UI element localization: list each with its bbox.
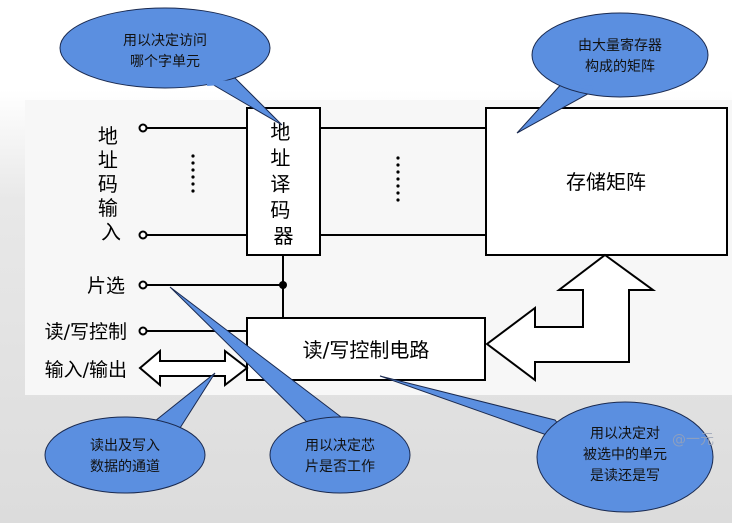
matrix-callout: 由大量寄存器构成的矩阵 bbox=[516, 12, 709, 134]
address-input-top-terminal bbox=[138, 123, 148, 133]
rw-control-circuit-block bbox=[246, 317, 486, 381]
chip-select-callout: 用以决定芯片是否工作 bbox=[169, 286, 411, 494]
storage-matrix-block bbox=[485, 107, 728, 256]
io-callout: 读出及写入数据的通道 bbox=[44, 372, 216, 494]
svg-text:由大量寄存器构成的矩阵: 由大量寄存器构成的矩阵 bbox=[578, 37, 662, 75]
data-bus-arrow bbox=[485, 253, 657, 382]
chip-select-terminal bbox=[138, 280, 148, 290]
address-input-bottom-terminal bbox=[138, 230, 148, 240]
address-decoder-block bbox=[246, 107, 321, 256]
storage-matrix-label: 存储矩阵 bbox=[566, 170, 646, 194]
rw-callout: 用以决定对被选中的单元是读还是写 bbox=[379, 375, 714, 513]
junction-dot bbox=[279, 281, 287, 289]
svg-text:读出及写入数据的通道: 读出及写入数据的通道 bbox=[90, 437, 160, 475]
svg-text:用以决定访问哪个字单元: 用以决定访问哪个字单元 bbox=[123, 33, 207, 70]
rw-control-label: 读/写控制 bbox=[45, 321, 127, 343]
chip-select-label: 片选 bbox=[87, 275, 125, 297]
svg-text:用以决定芯片是否工作: 用以决定芯片是否工作 bbox=[305, 438, 375, 475]
ellipsis-dots bbox=[191, 154, 400, 202]
address-decoder-label: 地 址 译 码 器 bbox=[270, 120, 296, 248]
svg-text:用以决定对被选中的单元是读还是写: 用以决定对被选中的单元是读还是写 bbox=[583, 426, 667, 484]
rw-control-circuit-label: 读/写控制电路 bbox=[303, 338, 430, 362]
address-input-label: 地 址 码 输 入 bbox=[98, 124, 124, 244]
decoder-callout: 用以决定访问哪个字单元 bbox=[59, 7, 283, 126]
watermark: @一元 bbox=[672, 432, 714, 448]
io-label: 输入/输出 bbox=[45, 359, 127, 381]
rw-control-terminal bbox=[138, 326, 148, 336]
io-double-arrow bbox=[138, 348, 249, 388]
